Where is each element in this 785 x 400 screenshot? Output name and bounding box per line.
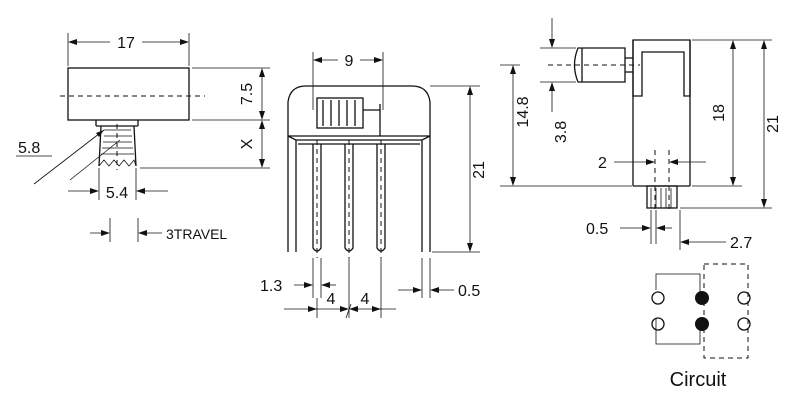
total-label: 21 bbox=[765, 115, 782, 133]
circuit-diagram: Circuit bbox=[651, 263, 751, 391]
x-label: X bbox=[239, 138, 256, 149]
front-view: 9 bbox=[260, 52, 488, 319]
front-view-frame bbox=[287, 85, 431, 252]
circuit-terminal-open bbox=[737, 291, 751, 305]
travel-label: 3TRAVEL bbox=[166, 226, 227, 242]
end-view-actuator bbox=[573, 47, 633, 83]
pin-width-label: 0.5 bbox=[586, 221, 608, 238]
side-view-actuator bbox=[95, 120, 139, 170]
circuit-terminal-open bbox=[737, 317, 751, 331]
upper-label: 14.8 bbox=[515, 96, 532, 127]
body-label: 18 bbox=[711, 104, 728, 122]
foot-label: 2.7 bbox=[730, 235, 752, 252]
end-view-body bbox=[632, 39, 691, 210]
lower-label: 3.8 bbox=[553, 121, 570, 143]
side-view-body bbox=[67, 67, 190, 121]
side-view: 17 7.5 X bbox=[16, 33, 270, 242]
circuit-terminal-common bbox=[695, 317, 709, 331]
pitch-right-label: 4 bbox=[361, 291, 370, 308]
pin-dia-label: 1.3 bbox=[260, 278, 282, 295]
pin-label: 2 bbox=[598, 155, 607, 172]
pitch-left-label: 4 bbox=[327, 291, 336, 308]
angle-label: 5.8 bbox=[18, 140, 40, 157]
front-view-slider bbox=[316, 97, 381, 136]
slot-label: 9 bbox=[345, 53, 354, 70]
height-label: 7.5 bbox=[239, 83, 256, 105]
circuit-terminal-common bbox=[695, 291, 709, 305]
end-view: 14.8 3.8 18 21 2 0.5 bbox=[500, 18, 782, 252]
circuit-caption: Circuit bbox=[670, 369, 727, 391]
width-label: 17 bbox=[117, 35, 135, 52]
actuator-label: 5.4 bbox=[106, 185, 128, 202]
front-view-pins bbox=[312, 140, 386, 258]
circuit-terminal-open bbox=[651, 291, 665, 305]
front-height-label: 21 bbox=[471, 161, 488, 179]
circuit-terminal-open bbox=[651, 317, 665, 331]
leg-label: 0.5 bbox=[458, 283, 480, 300]
